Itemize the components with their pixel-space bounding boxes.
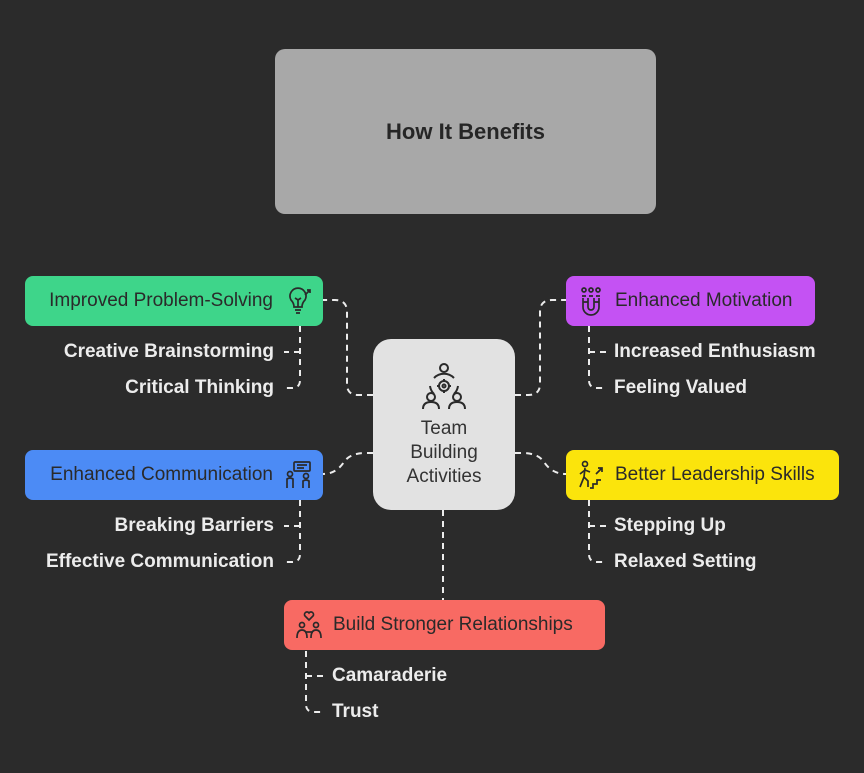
- climbing-person-icon: [576, 460, 606, 490]
- child-feeling-valued: Feeling Valued: [614, 377, 748, 398]
- heart-people-icon: [294, 610, 324, 640]
- child-breaking-barriers: Breaking Barriers: [114, 515, 274, 536]
- child-critical-thinking: Critical Thinking: [125, 377, 274, 398]
- team-gear-icon: [419, 361, 469, 411]
- people-talking-icon: [283, 460, 313, 490]
- branch-enhanced-communication: Enhanced Communication: [25, 450, 323, 500]
- center-label: Team Building Activities: [407, 417, 482, 489]
- branch-better-leadership: Better Leadership Skills: [566, 450, 839, 500]
- lightbulb-icon: [283, 286, 313, 316]
- branch-label: Improved Problem-Solving: [49, 290, 273, 311]
- branch-stronger-relationships: Build Stronger Relationships: [284, 600, 605, 650]
- title-box: How It Benefits: [275, 49, 656, 214]
- branch-label: Enhanced Motivation: [615, 290, 793, 311]
- center-node: Team Building Activities: [373, 339, 515, 510]
- child-trust: Trust: [332, 701, 379, 722]
- child-stepping-up: Stepping Up: [614, 515, 726, 536]
- branch-problem-solving: Improved Problem-Solving: [25, 276, 323, 326]
- child-creative-brainstorming: Creative Brainstorming: [63, 341, 274, 362]
- center-label-line: Team: [420, 418, 468, 439]
- diagram-title: How It Benefits: [386, 118, 545, 144]
- center-label-line: Activities: [406, 466, 482, 487]
- branch-label: Build Stronger Relationships: [333, 614, 573, 635]
- branch-label: Enhanced Communication: [50, 464, 273, 485]
- child-camaraderie: Camaraderie: [332, 665, 448, 686]
- center-label-line: Building: [410, 442, 478, 463]
- branch-label: Better Leadership Skills: [615, 464, 815, 485]
- branch-enhanced-motivation: Enhanced Motivation: [566, 276, 815, 326]
- child-effective-communication: Effective Communication: [45, 551, 274, 572]
- child-relaxed-setting: Relaxed Setting: [614, 551, 757, 572]
- child-increased-enthusiasm: Increased Enthusiasm: [614, 341, 816, 362]
- magnet-people-icon: [576, 286, 606, 316]
